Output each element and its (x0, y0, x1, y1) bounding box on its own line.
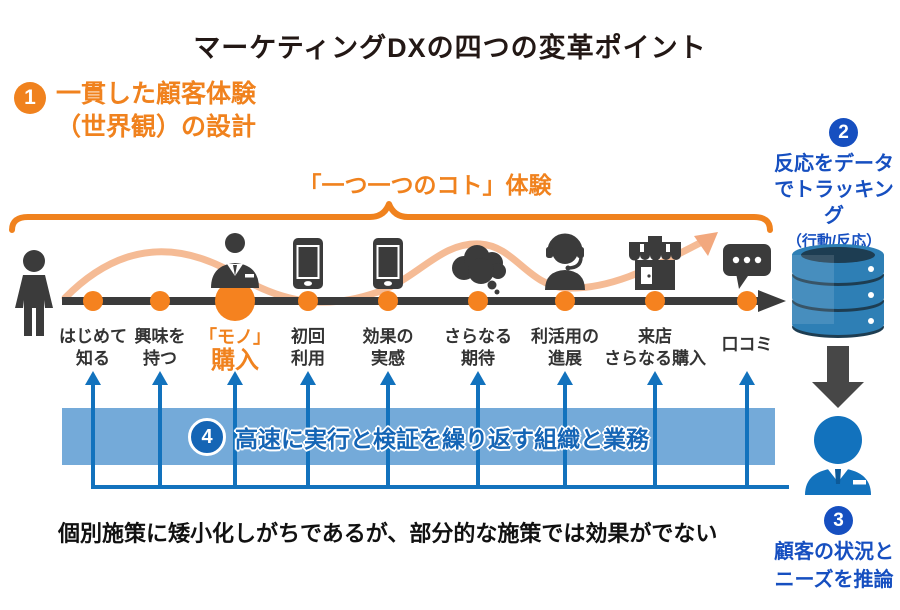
thought-cloud-icon (452, 245, 506, 295)
stage-dot (298, 291, 318, 311)
stage-label-1: はじめて 知る (59, 327, 127, 368)
stage-dot (378, 291, 398, 311)
page-title: マーケティングDXの四つの変革ポイント (193, 33, 707, 63)
feedback-arrow (653, 384, 657, 487)
feedback-arrowhead-icon (647, 371, 663, 385)
point3-line1: 顧客の状況と (774, 541, 894, 563)
point1-text: 一貫した顧客体験 （世界観）の設計 (56, 78, 256, 144)
stage-label-6: さらなる 期待 (444, 327, 512, 368)
footer-note: 個別施策に矮小化しがちであるが、部分的な施策では効果がでない (58, 521, 718, 546)
smartphone-icon (293, 238, 323, 289)
stage-dot (555, 291, 575, 311)
feedback-arrowhead-icon (85, 371, 101, 385)
feedback-arrow (476, 384, 480, 487)
headset-operator-icon (545, 233, 585, 290)
stage-label-4: 初回 利用 (291, 327, 325, 368)
feedback-arrow (386, 384, 390, 487)
point3-text: 顧客の状況と ニーズを推論 (766, 538, 900, 594)
point4-label: 高速に実行と検証を繰り返す組織と業務 (235, 425, 649, 452)
feedback-arrow (563, 384, 567, 487)
database-icon (792, 244, 884, 338)
point3-number-badge: 3 (824, 506, 853, 535)
point1-number-badge: 1 (14, 82, 46, 114)
feedback-arrowhead-icon (227, 371, 243, 385)
businessman-icon (211, 233, 259, 288)
down-arrow-icon (812, 346, 864, 408)
timeline-arrowhead-icon (758, 290, 786, 312)
stage-dot (645, 291, 665, 311)
point1-line1: 一貫した顧客体験 (56, 80, 257, 108)
feedback-arrow (306, 384, 310, 487)
speech-bubble-icon (723, 244, 771, 289)
stage-dot (737, 291, 757, 311)
feedback-arrow (158, 384, 162, 487)
stage-dot (83, 291, 103, 311)
feedback-arrowhead-icon (557, 371, 573, 385)
feedback-connector-line (91, 485, 789, 489)
point1-line2: （世界観）の設計 (56, 113, 257, 141)
feedback-arrow (91, 384, 95, 487)
point4-number-badge: 4 (188, 417, 226, 456)
store-icon (629, 236, 681, 290)
feedback-arrowhead-icon (739, 371, 755, 385)
stage-label-2: 興味を 持つ (134, 327, 186, 368)
smartphone-icon (373, 238, 403, 289)
brace-label: 「一つ一つのコト」体験 (298, 172, 552, 198)
stage-label-9: 口コミ (721, 335, 773, 354)
point2-line2: でトラッキング (774, 179, 894, 227)
stage-label-5: 効果の 実感 (362, 327, 414, 368)
point2-number-badge: 2 (829, 118, 858, 147)
stage-dot (468, 291, 488, 311)
stage-label-7: 利活用の 進展 (531, 327, 599, 368)
point2-text: 反応をデータ でトラッキング （行動/反応） (768, 151, 900, 255)
analyst-person-icon (805, 416, 871, 495)
feedback-arrow (233, 384, 237, 487)
timeline-bar (62, 297, 762, 305)
point2-line1: 反応をデータ (774, 153, 894, 175)
stage-dot (150, 291, 170, 311)
journey-wave-arrow-icon (61, 232, 718, 306)
feedback-arrowhead-icon (470, 371, 486, 385)
point3-line2: ニーズを推論 (774, 569, 894, 591)
curly-brace-icon (9, 201, 773, 233)
feedback-arrow (745, 384, 749, 487)
feedback-arrowhead-icon (152, 371, 168, 385)
customer-person-icon (15, 250, 53, 336)
point4-process-bar: 4 高速に実行と検証を繰り返す組織と業務 (62, 408, 775, 465)
stage-label-8: 来店 さらなる購入 (604, 327, 706, 368)
stage-label-3-purchase: 「モノ」 購入 (199, 327, 271, 374)
feedback-arrowhead-icon (300, 371, 316, 385)
feedback-arrowhead-icon (380, 371, 396, 385)
